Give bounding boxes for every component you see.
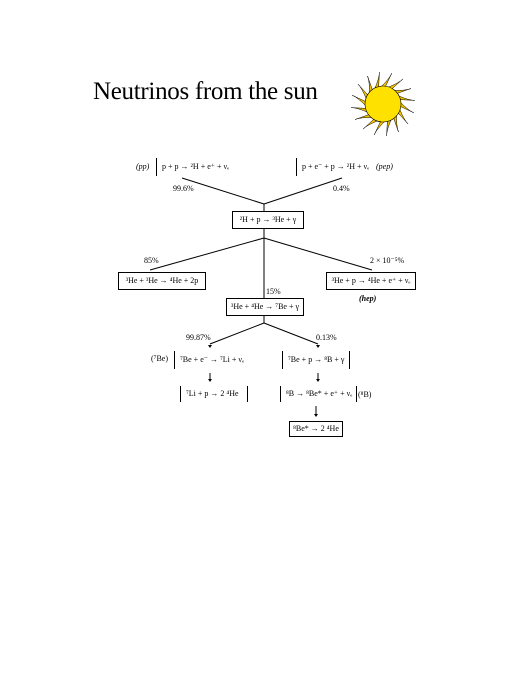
he3he3-reaction-box: ³He + ³He → ⁴He + 2p xyxy=(118,272,206,290)
b8-percent: 0.13% xyxy=(316,333,337,342)
be8-decay-box: ⁸Be* → 2 ⁴He xyxy=(289,421,343,437)
pp-label: (pp) xyxy=(136,162,150,171)
b8-decay-reaction: ⁸B → ⁸Be* + e⁺ + νₑ xyxy=(280,386,358,402)
sun-ray xyxy=(367,75,373,95)
connector-pep xyxy=(263,177,343,205)
arrow-b8 xyxy=(316,345,320,348)
pp-reaction: p + p → ²H + e⁺ + νₑ xyxy=(156,158,229,176)
sun-icon xyxy=(351,72,415,136)
b8-production-reaction: ⁷Be + p → ⁸B + γ xyxy=(282,351,351,369)
sun-ray xyxy=(354,114,374,120)
pep-label: (pep) xyxy=(376,162,393,171)
sun-ray xyxy=(397,107,409,125)
b8-label: (⁸B) xyxy=(358,390,372,399)
page-title: Neutrinos from the sun xyxy=(93,78,318,105)
sun-ray xyxy=(386,78,404,90)
connector-to-hep xyxy=(263,237,373,271)
sun-ray xyxy=(357,83,369,101)
deuterium-reaction-box: ²H + p → ³He + γ xyxy=(232,211,304,229)
arrow-b8decay xyxy=(316,379,320,382)
connector-pp xyxy=(181,177,265,205)
sun-ray xyxy=(397,95,415,101)
be7-percent: 99.87% xyxy=(186,333,211,342)
pep-reaction: p + e⁻ + p → ²H + νₑ xyxy=(296,158,369,176)
arrow-be8 xyxy=(314,414,318,417)
sun-ray xyxy=(399,101,414,114)
connector-to-b8 xyxy=(263,322,319,345)
sun-ray xyxy=(362,118,380,130)
arrow-be7 xyxy=(208,345,212,348)
hep-percent: 2 × 10⁻⁵% xyxy=(370,256,405,265)
sun-ray xyxy=(393,113,399,133)
connector-to-be7 xyxy=(209,322,265,345)
hep-reaction-box: ³He + p → ⁴He + e⁺ + νₑ xyxy=(326,272,416,290)
sun-disc xyxy=(364,85,402,123)
sun-ray xyxy=(374,72,380,90)
he3he4-reaction-box: ³He + ⁴He → ⁷Be + γ xyxy=(226,298,304,316)
he3he3-percent: 85% xyxy=(144,256,159,265)
be7-reaction: ⁷Be + e⁻ → ⁷Li + νₑ xyxy=(174,351,244,369)
hep-label: (hep) xyxy=(359,294,377,303)
sun-ray xyxy=(392,88,412,94)
be7-label: (⁷Be) xyxy=(151,354,169,363)
he3he4-percent: 15% xyxy=(266,287,281,296)
connector-to-he3he3 xyxy=(149,237,265,271)
pep-percent: 0.4% xyxy=(333,184,350,193)
sun-ray xyxy=(351,107,369,113)
li7-reaction: ⁷Li + p → 2 ⁴He xyxy=(180,386,248,402)
sun-ray xyxy=(373,120,386,135)
sun-ray xyxy=(386,118,392,136)
pp-percent: 99.6% xyxy=(173,184,194,193)
sun-ray xyxy=(352,94,367,107)
sun-ray xyxy=(380,73,393,88)
arrow-li7 xyxy=(208,379,212,382)
